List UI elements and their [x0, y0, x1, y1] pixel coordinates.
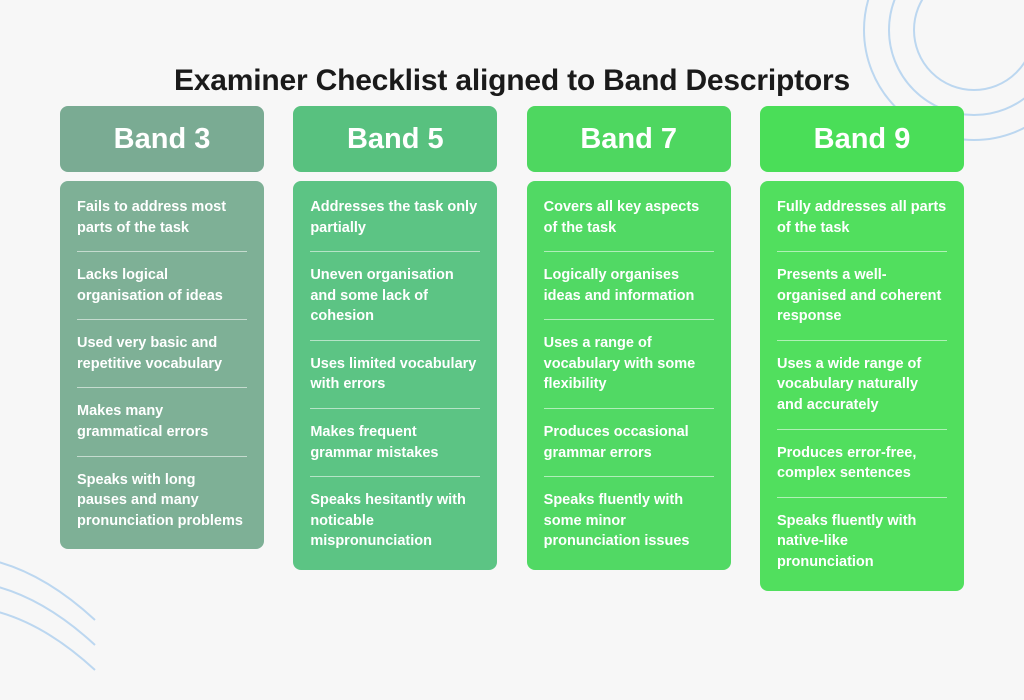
band-criterion-item: Used very basic and repetitive vocabular…: [77, 333, 247, 389]
band-header[interactable]: Band 5: [293, 106, 498, 172]
band-criterion-item: Presents a well-organised and coherent r…: [776, 265, 947, 341]
band-criterion-item: Fully addresses all parts of the task: [776, 197, 947, 253]
band-column: Band 7 Covers all key aspects of the task…: [526, 106, 731, 591]
band-header[interactable]: Band 7: [526, 106, 731, 172]
band-criterion-item: Uneven organisation and some lack of coh…: [310, 265, 481, 341]
band-criterion-item: Makes many grammatical errors: [77, 401, 247, 457]
band-criterion-item: Fails to address most parts of the task: [77, 197, 247, 253]
band-header[interactable]: Band 9: [759, 106, 964, 172]
band-criterion-item: Lacks logical organisation of ideas: [77, 265, 247, 321]
band-criterion-item: Addresses the task only partially: [310, 197, 481, 253]
band-criterion-item: Covers all key aspects of the task: [543, 197, 714, 253]
band-criterion-item: Uses limited vocabulary with errors: [310, 354, 481, 410]
band-criterion-item: Speaks hesitantly with noticable mispron…: [310, 492, 466, 550]
band-criterion-item: Speaks with long pauses and many pronunc…: [77, 471, 243, 529]
band-criterion-item: Makes frequent grammar mistakes: [310, 422, 481, 478]
band-criterion-item: Uses a wide range of vocabulary naturall…: [776, 354, 947, 430]
band-criterion-item: Logically organises ideas and informatio…: [543, 265, 714, 321]
band-criterion-item: Speaks fluently with native-like pronunc…: [776, 512, 917, 570]
band-column: Band 9 Fully addresses all parts of the t…: [759, 106, 964, 591]
band-header[interactable]: Band 3: [60, 106, 264, 172]
page-title: Examiner Checklist aligned to Band Descr…: [174, 64, 850, 98]
band-columns: Band 3 Fails to address most parts of the…: [60, 106, 964, 591]
band-criterion-item: Speaks fluently with some minor pronunci…: [543, 492, 690, 550]
band-criterion-item: Produces occasional grammar errors: [543, 422, 714, 478]
band-criterion-item: Uses a range of vocabulary with some fle…: [543, 333, 714, 410]
band-column: Band 3 Fails to address most parts of the…: [60, 106, 264, 591]
band-criterion-item: Produces error-free, complex sentences: [776, 443, 947, 498]
